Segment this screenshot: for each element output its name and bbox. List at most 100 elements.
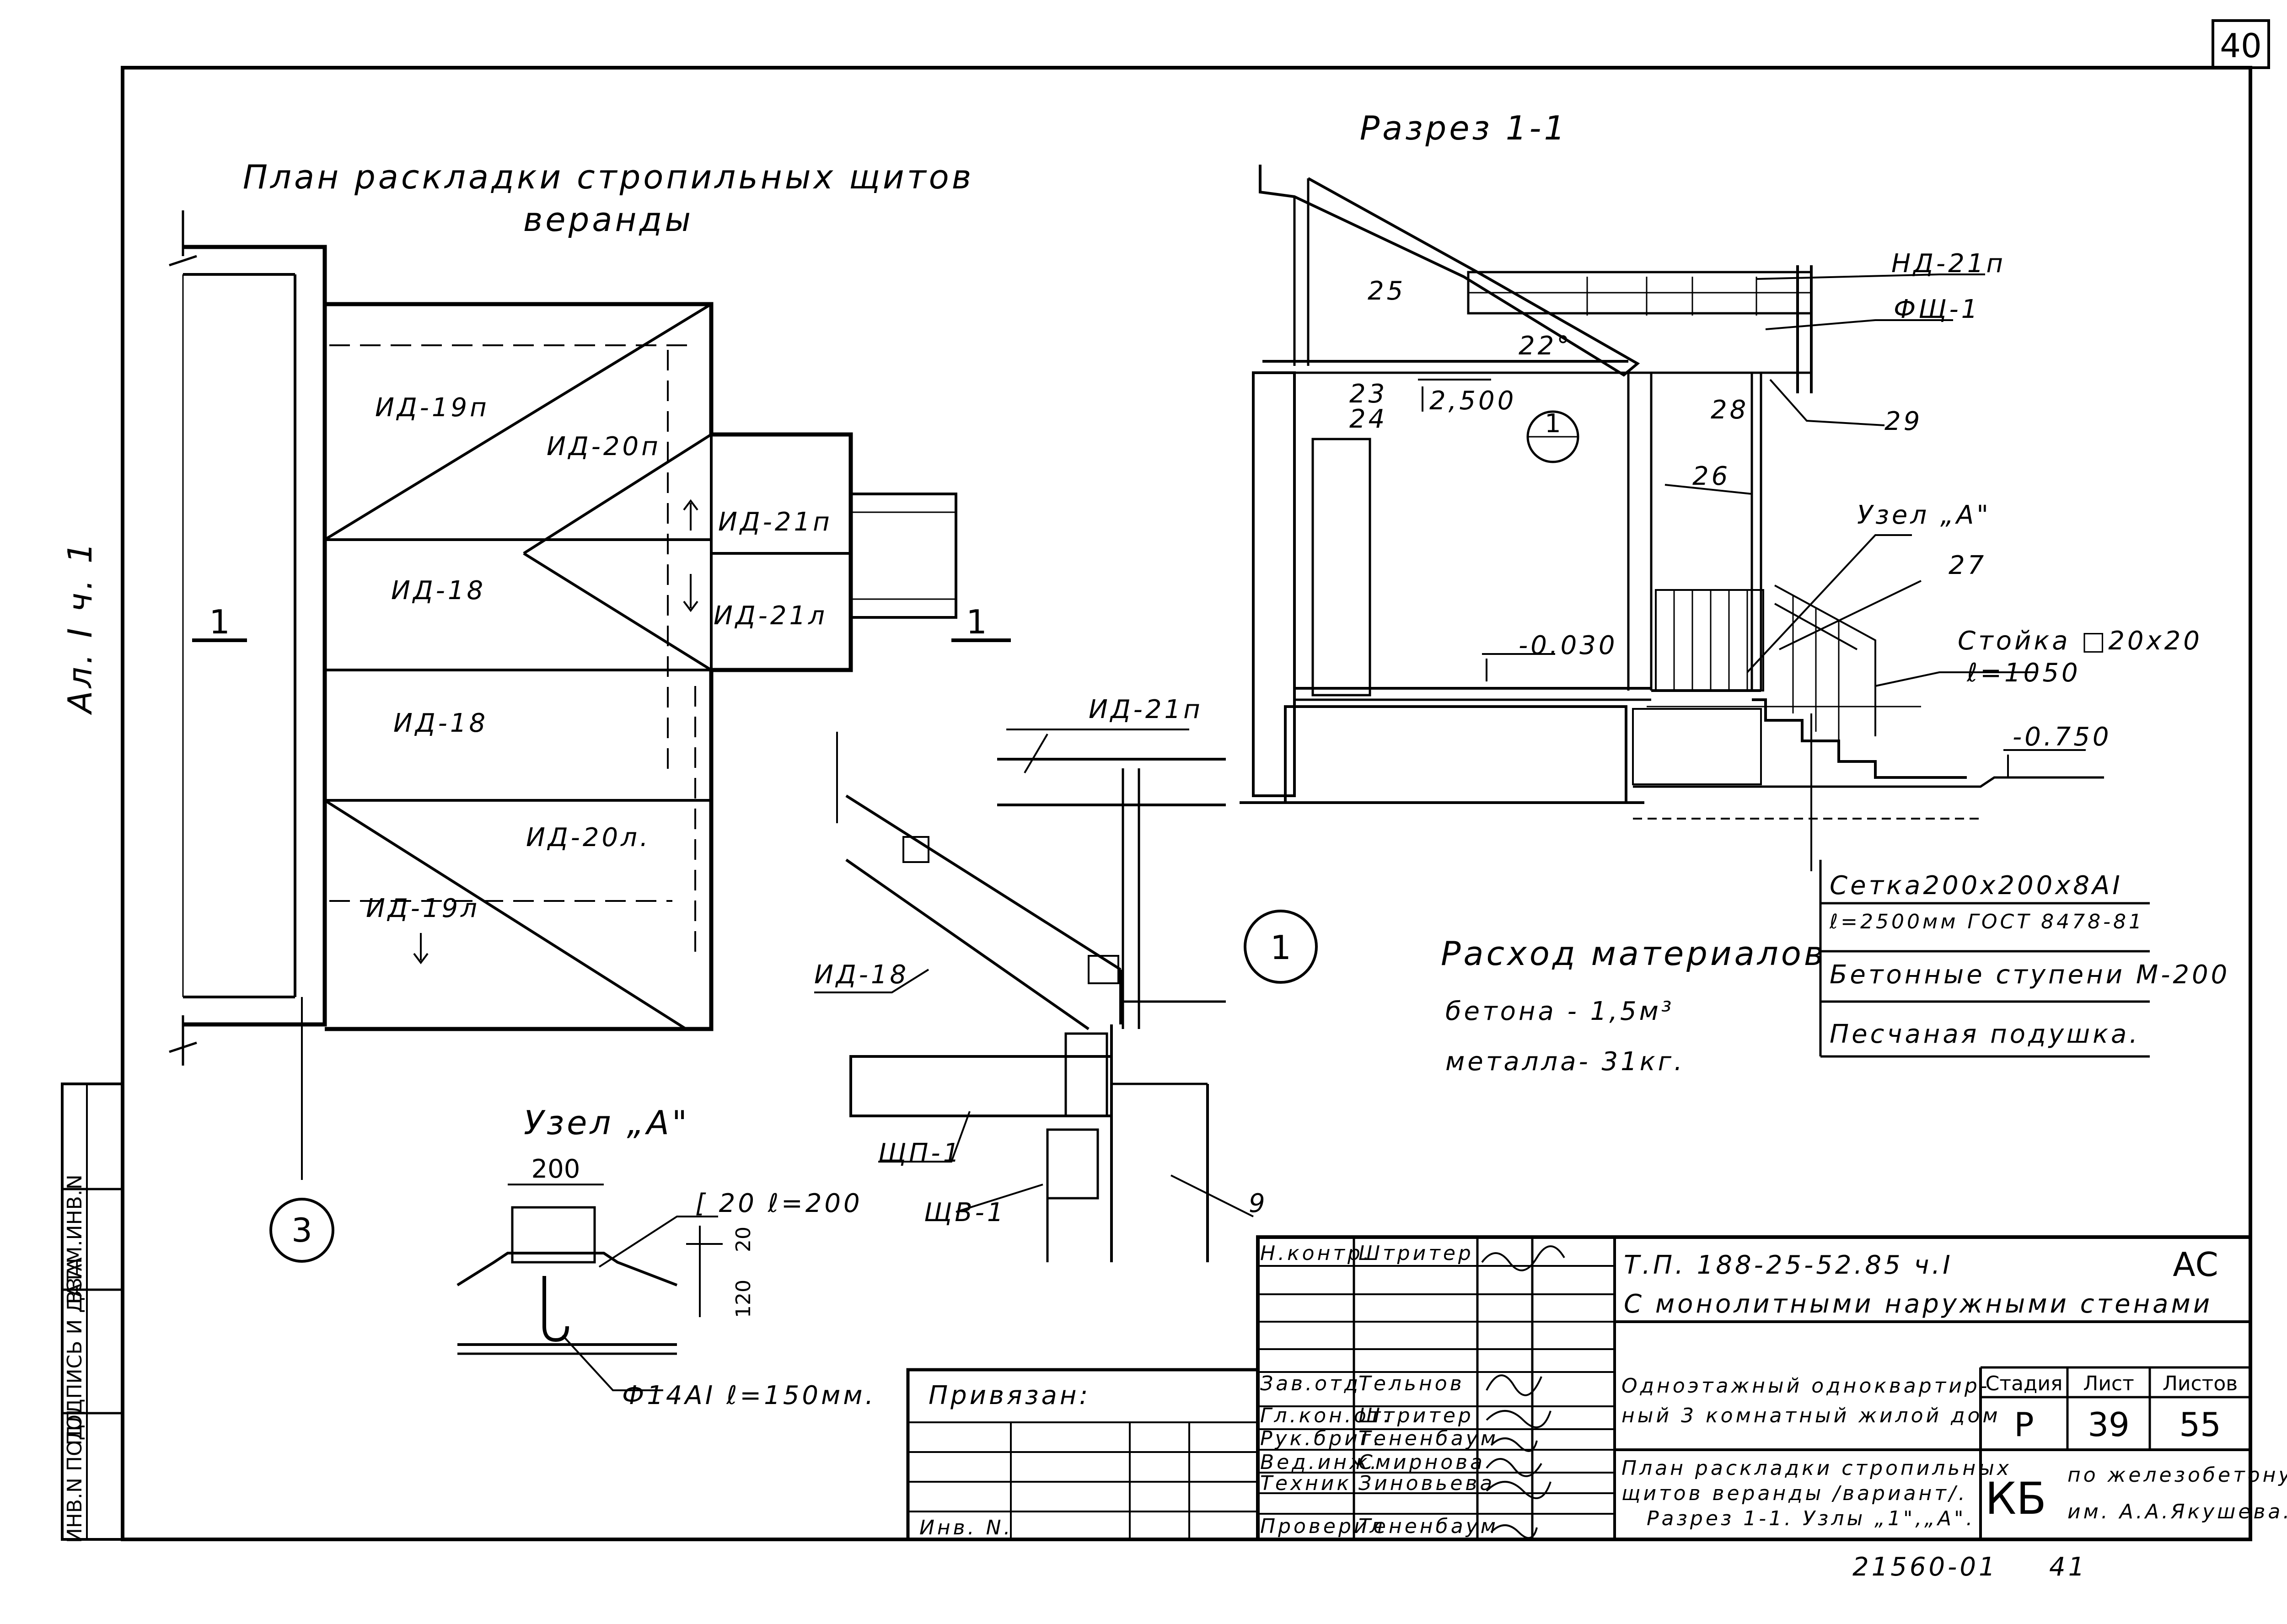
archive-sheet: 41 — [2049, 1552, 2087, 1582]
stage-label: Стадия — [1986, 1372, 2063, 1395]
layer-sand: Песчаная подушка. — [1830, 1019, 2140, 1049]
panel-label: ИД-19п — [375, 393, 489, 423]
node-a-top: 20 — [732, 1227, 755, 1252]
section-title: Разрез 1-1 — [1360, 109, 1568, 147]
materials-concrete: бетона - 1,5м³ — [1445, 997, 1674, 1026]
callout: ФЩ-1 — [1894, 295, 1980, 324]
node-label: Узел „А" — [1857, 500, 1991, 530]
org-name: по железобетону — [2067, 1463, 2287, 1487]
building-name: ный 3 комнатный жилой дом — [1621, 1404, 2001, 1427]
post-size: Стойка □20х20 — [1958, 626, 2202, 656]
callout: 28 — [1711, 395, 1749, 425]
node-a-width: 200 — [531, 1154, 580, 1184]
role: Техник — [1260, 1472, 1352, 1495]
person-name: Тельнов — [1358, 1372, 1465, 1395]
bound-label: Привязан: — [929, 1381, 1090, 1410]
sheets-value: 55 — [2179, 1405, 2221, 1444]
stage-value: Р — [2014, 1405, 2034, 1444]
callout: 24 — [1349, 404, 1387, 434]
callout: 23 — [1349, 379, 1387, 409]
callout: 26 — [1692, 461, 1730, 491]
detail-label: ИД-18 — [814, 960, 909, 990]
layer-mesh-length: ℓ=2500мм ГОСТ 8478-81 — [1829, 910, 2144, 933]
materials-summary: Расход материалов бетона - 1,5м³ металла… — [1441, 934, 1826, 1077]
node-a-depth: 120 — [732, 1280, 755, 1318]
node-a-callout-top: [ 20 ℓ=200 — [695, 1189, 863, 1218]
building-name: Одноэтажный одноквартир- — [1621, 1374, 1990, 1398]
sheet-title: Разрез 1-1. Узлы „1",„А". — [1647, 1507, 1975, 1530]
node-a: Узел „А" 200 20 120 [ 20 ℓ=200 Ф14АI ℓ=1… — [456, 1104, 876, 1410]
plan-title-line2: веранды — [523, 200, 693, 239]
panel-label: ИД-18 — [393, 708, 488, 738]
callout: НД-21п — [1891, 249, 2006, 279]
role: Проверил — [1260, 1515, 1385, 1538]
role: Гл.кон.от. — [1260, 1404, 1392, 1427]
rafter-plan: План раскладки стропильных щитов веранды — [169, 158, 1011, 1263]
callout: 25 — [1368, 276, 1406, 306]
callout: 27 — [1949, 551, 1986, 580]
materials-metal: металла- 31кг. — [1445, 1047, 1685, 1077]
sheet-title: План раскладки стропильных — [1621, 1457, 2012, 1480]
panel-label: ИД-18 — [391, 576, 486, 606]
person-name: Штритер — [1358, 1242, 1474, 1265]
sheet-value: 39 — [2088, 1405, 2130, 1444]
sheets-label: Листов — [2163, 1372, 2238, 1395]
panel-label: ИД-19л — [366, 894, 480, 923]
plan-title: План раскладки стропильных щитов — [243, 158, 974, 196]
level-top: 2,500 — [1429, 386, 1516, 416]
panel-label: ИД-21п — [718, 507, 832, 537]
node-a-title: Узел „А" — [524, 1104, 690, 1142]
plan-section-mark-left: 1 — [209, 603, 230, 641]
person-name: Тененбаум — [1358, 1515, 1498, 1538]
inv-label: Инв. N. — [919, 1516, 1013, 1539]
stamp-replaced-inv: ВЗАМ.ИНВ.N — [63, 1174, 86, 1304]
person-name: Тененбаум — [1358, 1427, 1498, 1450]
detail-label: ЩП-1 — [878, 1138, 962, 1168]
layer-legend: Сетка200х200х8АI ℓ=2500мм ГОСТ 8478-81 Б… — [1819, 860, 2230, 1058]
project-subtitle: С монолитными наружными стенами — [1624, 1289, 2212, 1319]
person-name: Штритер — [1358, 1404, 1474, 1427]
panel-label: ИД-20л. — [526, 823, 651, 852]
detail-label: ИД-21п — [1089, 695, 1203, 724]
node-a-callout-bottom: Ф14АI ℓ=150мм. — [622, 1381, 876, 1410]
materials-title: Расход материалов — [1441, 934, 1826, 973]
person-name: Зиновьева — [1358, 1472, 1495, 1495]
level-ground: -0.750 — [2013, 722, 2112, 752]
detail-circle: 1 — [1270, 928, 1291, 967]
left-margin-label: Ал. I ч. 1 — [61, 540, 99, 715]
plan-axis-mark: 3 — [291, 1211, 312, 1249]
signatures — [1481, 1245, 1565, 1539]
stamp-signature-date: ПОДПИСЬ И ДАТА — [63, 1257, 86, 1445]
org-name: им. А.А.Якушева. — [2067, 1500, 2287, 1523]
role: Вед.инж. — [1260, 1451, 1380, 1474]
angle-label: 22° — [1519, 331, 1572, 361]
layer-concrete-steps: Бетонные ступени М-200 — [1830, 960, 2230, 990]
post-length: ℓ=1050 — [1966, 658, 2081, 688]
layer-mesh: Сетка200х200х8АI — [1830, 871, 2123, 900]
org-logo: КБ — [1985, 1473, 2046, 1524]
stamp-inv-original: ИНВ.N ПОДЛ — [63, 1410, 86, 1543]
panel-label: ИД-21л — [714, 601, 827, 631]
page-number: 40 — [2220, 27, 2262, 65]
role: Н.контр. — [1260, 1242, 1372, 1265]
detail-1: 1 ИД-21п ИД-18 ЩП-1 ЩВ-1 9 — [814, 695, 1318, 1262]
person-name: Смирнова — [1358, 1451, 1485, 1474]
side-stamp: ИНВ.N ПОДЛ ПОДПИСЬ И ДАТА ВЗАМ.ИНВ.N — [61, 1083, 124, 1543]
node-ref: 1 — [1545, 409, 1561, 439]
archive-code: 21560-01 — [1852, 1552, 1998, 1582]
plan-section-mark-right: 1 — [966, 603, 987, 641]
detail-label: 9 — [1249, 1189, 1268, 1218]
detail-label: ЩВ-1 — [924, 1198, 1006, 1227]
section-1-1: Разрез 1-1 — [1240, 109, 2202, 871]
level-floor: -0.030 — [1519, 631, 1618, 660]
sheet-label: Лист — [2083, 1372, 2134, 1395]
project-code: Т.П. 188-25-52.85 ч.I — [1624, 1250, 1953, 1280]
drawing-mark: АС — [2173, 1245, 2218, 1284]
callout: 29 — [1884, 407, 1922, 436]
title-block: Т.П. 188-25-52.85 ч.I АС С монолитными н… — [906, 1235, 2287, 1541]
role: Зав.отд. — [1260, 1372, 1370, 1395]
panel-label: ИД-20п — [547, 432, 661, 461]
sheet-title: щитов веранды /вариант/. — [1621, 1482, 1968, 1505]
role: Рук.бриг. — [1260, 1427, 1383, 1450]
